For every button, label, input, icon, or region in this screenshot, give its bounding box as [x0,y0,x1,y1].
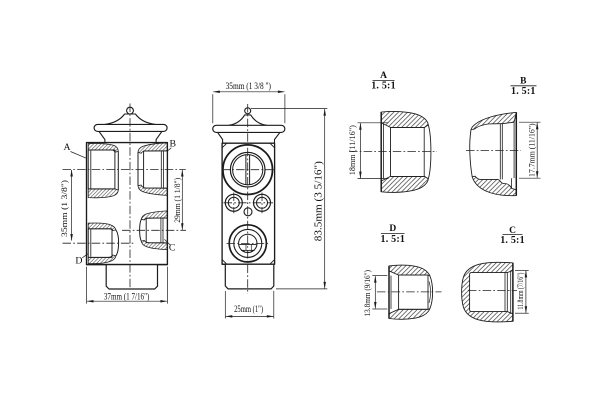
svg-text:1. 5:1: 1. 5:1 [511,86,536,97]
svg-text:18mm (11/16"): 18mm (11/16") [348,125,357,175]
svg-text:29mm (1 1/8"): 29mm (1 1/8") [173,177,182,222]
svg-text:37mm (1 7/16"): 37mm (1 7/16") [104,291,150,301]
svg-text:D: D [389,224,396,234]
svg-text:25mm (1"): 25mm (1") [234,304,263,314]
svg-text:1. 5:1: 1. 5:1 [381,234,406,245]
svg-text:B: B [520,77,527,87]
svg-text:B: B [170,139,177,150]
svg-text:11.8mm (7/16"): 11.8mm (7/16") [516,272,525,309]
svg-text:13.8mm (9/16"): 13.8mm (9/16") [363,270,372,317]
svg-text:1. 5:1: 1. 5:1 [500,235,525,246]
svg-text:35mm (1 3/8 "): 35mm (1 3/8 ") [226,81,271,91]
svg-text:35mm (1 3/8"): 35mm (1 3/8") [60,180,69,237]
svg-text:1. 5:1: 1. 5:1 [371,81,396,92]
svg-text:83.5mm (3 5/16"): 83.5mm (3 5/16") [313,161,324,241]
svg-text:C: C [509,226,516,236]
svg-text:A: A [63,142,70,153]
svg-text:17.7mm (11/16"): 17.7mm (11/16") [527,123,536,177]
svg-text:A: A [380,71,387,81]
svg-text:C: C [169,243,176,254]
svg-text:D: D [75,255,82,266]
